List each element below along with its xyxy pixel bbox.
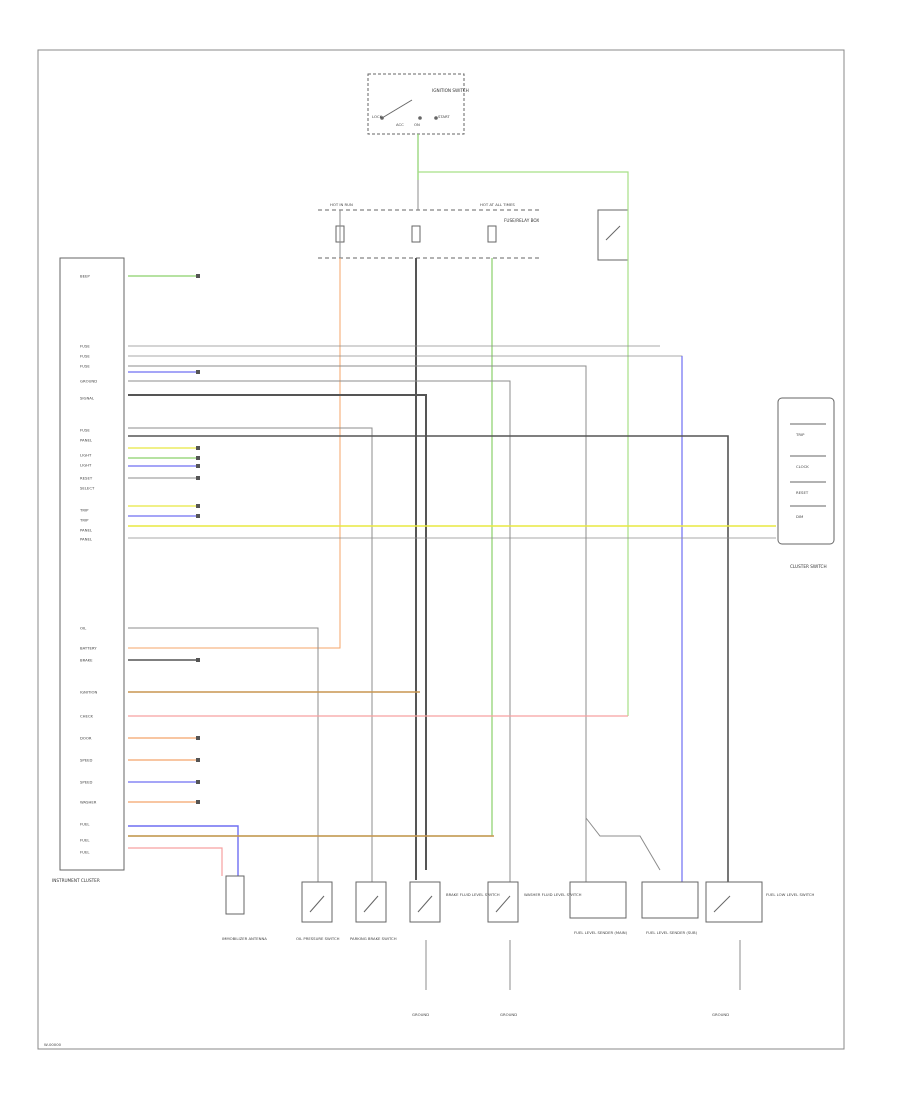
- pin-label: FUSE: [80, 364, 90, 369]
- fuel-sender-sub-label: FUEL LEVEL SENDER (SUB): [646, 930, 698, 935]
- cluster-switch-dim: DIM: [796, 514, 803, 519]
- instrument-cluster-label: INSTRUMENT CLUSTER: [52, 878, 100, 883]
- wire-signal-dark: [128, 394, 427, 870]
- pin-label: RESET: [80, 476, 93, 481]
- fuse-panel-label: FUSE/RELAY BOX: [504, 218, 539, 223]
- wire-battery-orange: [128, 258, 341, 649]
- connector-marker: [196, 464, 200, 468]
- ground-label-3: GROUND: [712, 1012, 729, 1017]
- connector-marker: [196, 370, 200, 374]
- wire-parking-brake: [128, 427, 373, 882]
- pin-label: FUSE: [80, 428, 90, 433]
- ground-label-1: GROUND: [412, 1012, 429, 1017]
- wire-fuse-c: [128, 365, 587, 882]
- wire-immobilizer-pink: [128, 847, 223, 876]
- connector-marker: [196, 736, 200, 740]
- pin-label: DOOR: [80, 736, 92, 741]
- wire-immobilizer-blue: [128, 825, 239, 876]
- ignition-position-on: ON: [414, 122, 420, 127]
- wire-ground-a: [128, 380, 511, 882]
- connector-marker: [196, 658, 200, 662]
- cluster-pin-labels: BEEP FUSE FUSE FUSE GROUND SIGNAL FUSE PANEL LIG…: [79, 274, 97, 855]
- cluster-switch-reset: RESET: [796, 490, 809, 495]
- ignition-switch: IGNITION SWITCH LOCK ON START ACC: [367, 73, 469, 135]
- pin-label: OIL: [80, 626, 87, 631]
- pin-label: TRIP: [79, 518, 89, 523]
- cluster-switch-clock: CLOCK: [796, 464, 809, 469]
- bottom-components: IMMOBILIZER ANTENNA OIL PRESSURE SWITCH …: [222, 875, 814, 1017]
- wire-panel-light: [128, 435, 729, 882]
- pin-label: SPEED: [80, 780, 92, 785]
- pin-label: FUEL: [80, 838, 90, 843]
- pin-label: SELECT: [80, 486, 95, 491]
- immobilizer-antenna: [225, 875, 245, 915]
- wire-fuse-3-green: [128, 258, 493, 837]
- ignition-position-acc: ACC: [396, 122, 404, 127]
- wire-fuse-b: [128, 355, 683, 882]
- pin-label: SIGNAL: [80, 396, 95, 401]
- wire-fuel-sender-link: [585, 817, 661, 871]
- pin-label: GROUND: [80, 379, 97, 384]
- hot-run-label: HOT IN RUN: [330, 202, 353, 207]
- fuel-low-switch-label: FUEL LOW LEVEL SWITCH: [766, 892, 814, 897]
- connector-marker: [196, 800, 200, 804]
- connector-marker: [196, 476, 200, 480]
- immobilizer-label: IMMOBILIZER ANTENNA: [222, 936, 267, 941]
- pin-label: FUEL: [80, 822, 90, 827]
- pin-label: BEEP: [80, 274, 90, 279]
- pin-label: FUEL: [80, 850, 90, 855]
- connector-marker: [196, 504, 200, 508]
- connector-marker: [196, 514, 200, 518]
- wire-oil-pressure: [128, 627, 319, 882]
- hot-all-times-label: HOT AT ALL TIMES: [480, 202, 515, 207]
- ground-label-2: GROUND: [500, 1012, 517, 1017]
- parking-brake-switch-label: PARKING BRAKE SWITCH: [350, 936, 397, 941]
- connector-marker: [196, 274, 200, 278]
- oil-pressure-switch-label: OIL PRESSURE SWITCH: [296, 936, 340, 941]
- pin-label: FUSE: [80, 354, 90, 359]
- washer-fluid-switch-label: WASHER FLUID LEVEL SWITCH: [524, 892, 582, 897]
- pin-label: PANEL: [80, 528, 93, 533]
- pin-label: WASHER: [80, 800, 97, 805]
- wire-harness: [128, 134, 776, 990]
- pin-label: BATTERY: [80, 646, 97, 651]
- fuel-sender-main-label: FUEL LEVEL SENDER (MAIN): [574, 930, 628, 935]
- wire-ignition-relay-feed: [418, 171, 629, 716]
- connector-marker: [196, 446, 200, 450]
- pin-label: SPEED: [80, 758, 92, 763]
- ignition-switch-label: IGNITION SWITCH: [432, 88, 469, 93]
- pin-label: FUSE: [80, 344, 90, 349]
- footer-code: W-00000: [44, 1042, 62, 1047]
- pin-label: TRIP: [79, 508, 89, 513]
- pin-label: LIGHT: [80, 463, 92, 468]
- cluster-switch-label: CLUSTER SWITCH: [790, 564, 827, 569]
- pin-label: LIGHT: [80, 453, 92, 458]
- ignition-position-lock: LOCK: [372, 114, 383, 119]
- connector-marker: [196, 758, 200, 762]
- connector-marker: [196, 780, 200, 784]
- instrument-cluster: INSTRUMENT CLUSTER BEEP FUSE FUSE FUSE GROUN…: [52, 257, 125, 883]
- pin-label: PANEL: [80, 537, 93, 542]
- pin-label: CHECK: [80, 714, 94, 719]
- fuse-relay-box: FUSE/RELAY BOX HOT IN RUN HOT AT ALL TIM…: [318, 202, 629, 261]
- ignition-position-start: START: [438, 114, 450, 119]
- brake-fluid-switch-label: BRAKE FLUID LEVEL SWITCH: [446, 892, 500, 897]
- diagram-frame: [37, 49, 845, 1050]
- pin-label: IGNITION: [80, 690, 97, 695]
- connector-marker: [196, 456, 200, 460]
- pin-label: BRAKE: [80, 658, 93, 663]
- cluster-switch: TRIP CLOCK RESET DIM CLUSTER SWITCH: [777, 397, 835, 569]
- cluster-switch-trip: TRIP: [795, 432, 805, 437]
- pin-label: PANEL: [80, 438, 93, 443]
